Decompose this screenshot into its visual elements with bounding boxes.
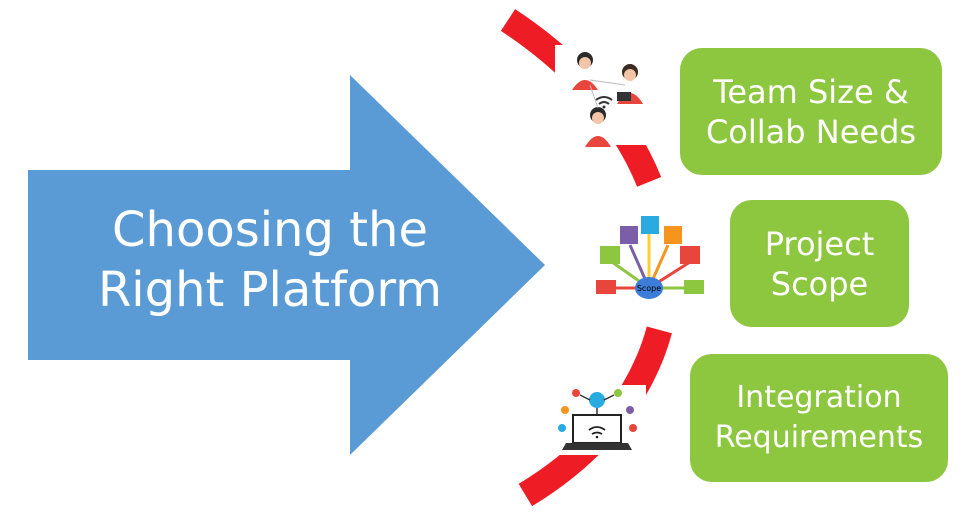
main-title: Choosing the Right Platform [40,200,500,320]
factor-team-line2: Collab Needs [705,112,917,151]
team-collaboration-icon [555,45,650,147]
laptop-integration-icon [548,385,646,455]
factor-box-team-size: Team Size & Collab Needs [680,48,942,175]
factor-int-line2: Requirements [714,420,924,455]
main-title-line2: Right Platform [97,262,443,318]
factor-box-integration: Integration Requirements [690,354,948,482]
main-arrow [28,75,545,455]
scope-mindmap-icon: Scope [590,205,705,315]
main-title-line1: Choosing the [112,202,428,258]
scope-center-label: Scope [637,284,661,293]
factor-int-line1: Integration [736,380,902,415]
factor-scope-line1: Project [764,224,875,263]
factor-team-line1: Team Size & [713,72,909,111]
factor-scope-line2: Scope [770,264,869,303]
factor-box-project-scope: Project Scope [730,200,909,327]
